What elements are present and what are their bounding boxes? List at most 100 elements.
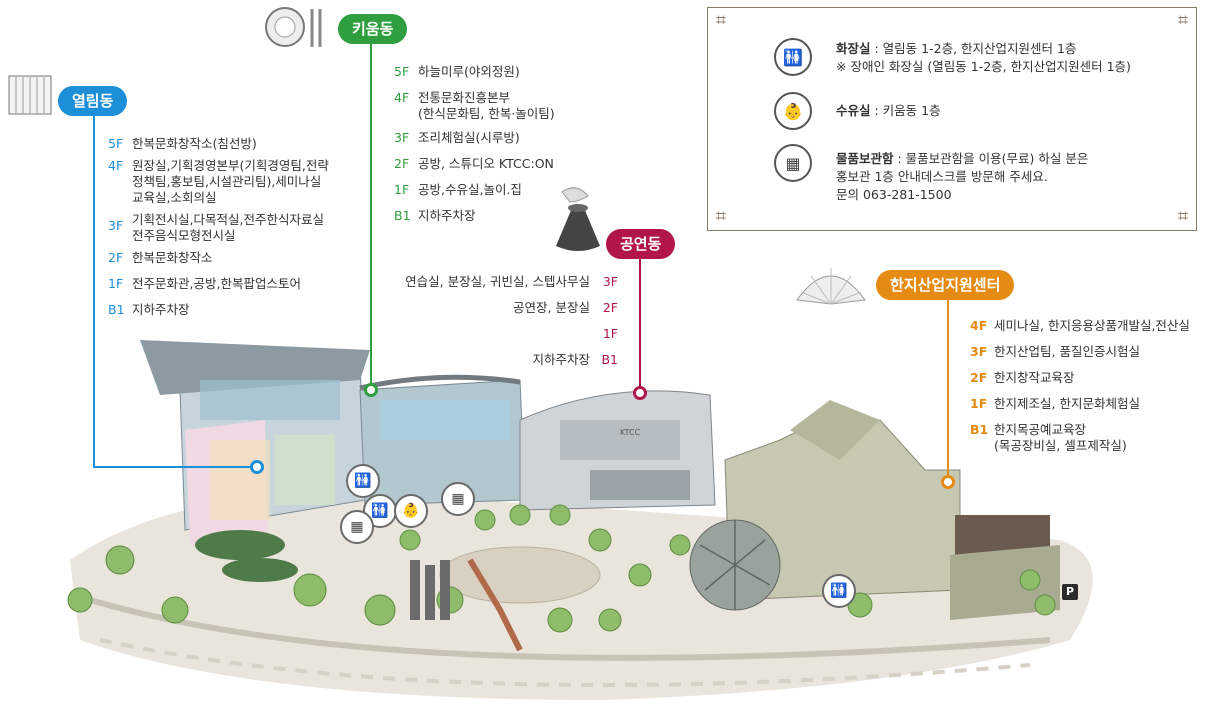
floor-row: 3F 기획전시실,다목적실,전주한식자료실 전주음식모형전시실 — [108, 212, 378, 244]
yeollim-location-marker[interactable] — [250, 460, 264, 474]
facility-legend: ⌗ ⌗ ⌗ ⌗ 🚻 화장실 : 열림동 1-2층, 한지산업지원센터 1층 ※ … — [707, 7, 1197, 231]
floor-number: 1F — [602, 326, 618, 341]
floor-row: 지하주차장 B1 — [370, 352, 618, 368]
floor-row: B1 지하주차장 — [394, 208, 654, 224]
floor-list-yeollim: 5F 한복문화창작소(침선방) 4F 원장실,기획경영본부(기획경영팀,전략 정책팀… — [108, 136, 378, 324]
floor-row: 5F 한복문화창작소(침선방) — [108, 136, 378, 152]
legend-restroom: 화장실 : 열림동 1-2층, 한지산업지원센터 1층 ※ 장애인 화장실 (열… — [836, 40, 1186, 76]
floor-description: 지하주차장 — [532, 352, 590, 367]
floor-description: 한복문화창작소(침선방) — [132, 136, 257, 151]
dish-icon — [265, 7, 322, 47]
locker-icon: ▦ — [774, 144, 812, 182]
badge-yeollim: 열림동 — [58, 86, 128, 116]
floor-row: B1 지하주차장 — [108, 302, 378, 318]
door-icon — [8, 75, 52, 115]
floor-description: 한복문화창작소 — [132, 250, 213, 265]
legend-restroom-label: 화장실 — [836, 41, 871, 56]
nursing-room-icon[interactable]: 👶 — [394, 494, 428, 528]
floor-description: 한지산업팀, 품질인증시험실 — [994, 344, 1140, 359]
nursing-room-icon: 👶 — [774, 92, 812, 130]
floor-description: 공방, 스튜디오 KTCC:ON — [418, 156, 554, 171]
floor-row: 1F 전주문화관,공방,한복팝업스토어 — [108, 276, 378, 292]
floor-row: 1F 한지제조실, 한지문화체험실 — [970, 396, 1225, 412]
locker-icon[interactable]: ▦ — [441, 482, 475, 516]
locker-icon[interactable]: ▦ — [340, 510, 374, 544]
floor-number: 3F — [970, 344, 988, 359]
floor-number: B1 — [970, 422, 989, 437]
legend-nursing-label: 수유실 — [836, 103, 871, 118]
legend-nursing: 수유실 : 키움동 1층 — [836, 102, 1186, 120]
floor-row: 4F 원장실,기획경영본부(기획경영팀,전략 정책팀,홍보팀,시설관리팀),세미나… — [108, 158, 378, 206]
parking-icon[interactable]: P — [1062, 584, 1078, 600]
floor-row: 1F — [370, 326, 618, 342]
corner-ornament-icon: ⌗ — [715, 10, 727, 31]
restroom-icon[interactable]: 🚻 — [346, 464, 380, 498]
floor-number: 3F — [602, 274, 618, 289]
floor-number: 2F — [108, 250, 124, 265]
floor-row: 2F 한복문화창작소 — [108, 250, 378, 266]
floor-number: 3F — [108, 218, 124, 233]
floor-row: B1 한지목공예교육장 (목공장비실, 셀프제작실) — [970, 422, 1225, 454]
floor-number: B1 — [394, 208, 411, 223]
floor-number: 2F — [602, 300, 618, 315]
hat-icon — [556, 187, 600, 251]
floor-description: 전주문화관,공방,한복팝업스토어 — [132, 276, 301, 291]
floor-number: 4F — [970, 318, 988, 333]
legend-locker-text: : 물품보관함을 이용(무료) 하실 분은 홍보관 1층 안내데스크를 방문해 … — [836, 151, 1089, 202]
floor-row: 연습실, 분장실, 귀빈실, 스텝사무실 3F — [370, 274, 618, 290]
floor-description: 한지창작교육장 — [994, 370, 1075, 385]
floor-number: 2F — [394, 156, 410, 171]
legend-locker: 물품보관함 : 물품보관함을 이용(무료) 하실 분은 홍보관 1층 안내데스크… — [836, 150, 1186, 204]
floor-description: 지하주차장 — [418, 208, 476, 223]
legend-nursing-text: : 키움동 1층 — [870, 103, 941, 118]
gongyeon-location-marker[interactable] — [633, 386, 647, 400]
floor-row: 4F 전통문화진흥본부 (한식문화팀, 한복·놀이팀) — [394, 90, 654, 122]
floor-description: 원장실,기획경영본부(기획경영팀,전략 정책팀,홍보팀,시설관리팀),세미나실 … — [132, 158, 329, 205]
floor-description: 한지제조실, 한지문화체험실 — [994, 396, 1140, 411]
floor-number: B1 — [108, 302, 125, 317]
badge-kium: 키움동 — [338, 14, 408, 44]
floor-number: 3F — [394, 130, 410, 145]
floor-description: 전통문화진흥본부 (한식문화팀, 한복·놀이팀) — [418, 90, 555, 121]
floor-description: 조리체험실(시루방) — [418, 130, 520, 145]
floor-number: 5F — [394, 64, 410, 79]
floor-row: 2F 한지창작교육장 — [970, 370, 1225, 386]
floor-number: B1 — [601, 352, 618, 367]
hanji-location-marker[interactable] — [941, 475, 955, 489]
floor-description: 공방,수유실,놀이.집 — [418, 182, 522, 197]
restroom-icon[interactable]: 🚻 — [363, 494, 397, 528]
restroom-icon: 🚻 — [774, 38, 812, 76]
floor-number: 4F — [394, 90, 410, 105]
fan-icon — [796, 268, 866, 305]
badge-gongyeon: 공연동 — [606, 229, 676, 259]
floor-description: 연습실, 분장실, 귀빈실, 스텝사무실 — [405, 274, 590, 289]
floor-number: 5F — [108, 136, 124, 151]
kium-location-marker[interactable] — [364, 383, 378, 397]
floor-description: 기획전시실,다목적실,전주한식자료실 전주음식모형전시실 — [132, 212, 324, 243]
floor-row: 5F 하늘미루(야외정원) — [394, 64, 654, 80]
floor-row: 2F 공방, 스튜디오 KTCC:ON — [394, 156, 654, 172]
floor-number: 2F — [970, 370, 988, 385]
restroom-icon[interactable]: 🚻 — [822, 574, 856, 608]
legend-restroom-text: : 열림동 1-2층, 한지산업지원센터 1층 ※ 장애인 화장실 (열림동 1… — [836, 41, 1131, 74]
floor-description: 하늘미루(야외정원) — [418, 64, 520, 79]
corner-ornament-icon: ⌗ — [1177, 10, 1189, 31]
badge-hanji: 한지산업지원센터 — [876, 270, 1015, 300]
floor-row: 3F 조리체험실(시루방) — [394, 130, 654, 146]
floor-number: 1F — [108, 276, 124, 291]
floor-description: 지하주차장 — [132, 302, 190, 317]
floor-row: 3F 한지산업팀, 품질인증시험실 — [970, 344, 1225, 360]
performance-hall-sign: KTCC — [620, 428, 641, 437]
floor-description: 한지목공예교육장 (목공장비실, 셀프제작실) — [994, 422, 1127, 453]
corner-ornament-icon: ⌗ — [715, 206, 727, 227]
floor-number: 1F — [970, 396, 988, 411]
floor-number: 4F — [108, 158, 124, 173]
legend-locker-label: 물품보관함 — [836, 151, 894, 166]
